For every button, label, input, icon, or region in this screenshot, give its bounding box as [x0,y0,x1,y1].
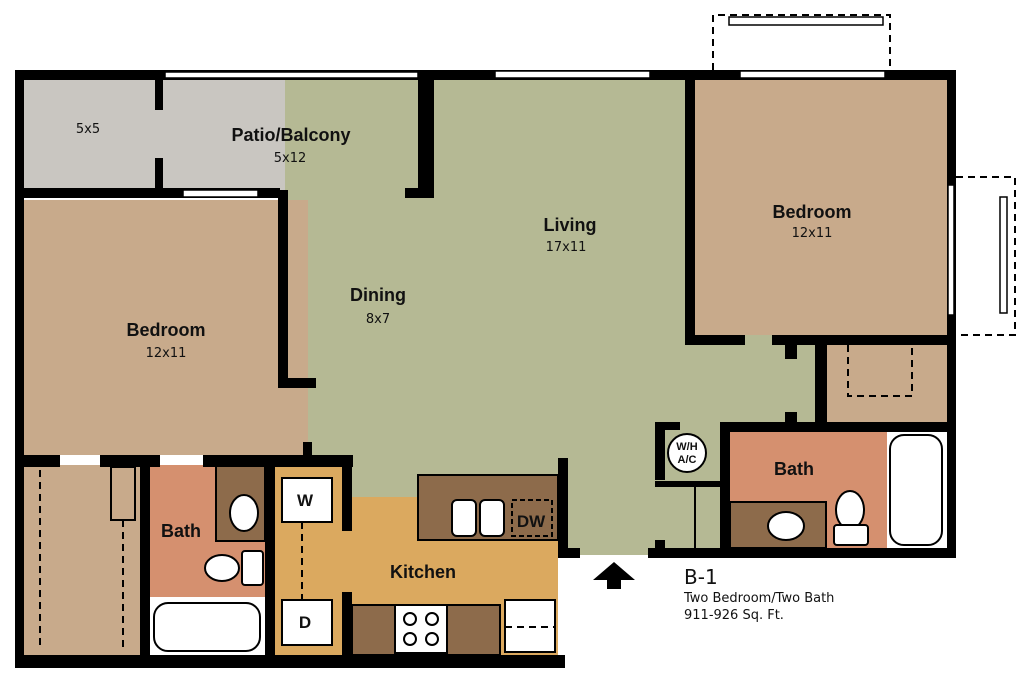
dishwasher [511,499,553,537]
dryer-label: D [299,613,311,632]
windows [164,14,1016,336]
patio-dim: 5x12 [274,151,307,166]
vanity-right [729,501,827,549]
ac-label: A/C [678,454,697,466]
closet-right-area [825,342,947,424]
bath-left-label: Bath [161,521,201,541]
burner-icon [425,632,439,646]
toilet-tank-left [241,550,264,586]
bedroom-right-area [695,80,947,335]
dining-label: Dining [350,285,406,305]
closet-door-swing [847,345,913,397]
patio-small-dim: 5x5 [76,122,100,137]
water-heater [667,433,707,473]
closet-left-area [23,465,141,655]
stove [394,604,448,654]
living-label: Living [544,215,597,235]
washer [281,477,333,523]
bedroom-right-dim: 12x11 [792,226,833,241]
sink-double-right [479,499,505,537]
water-heater-label: W/H [676,441,697,453]
patio-label: Patio/Balcony [231,125,350,145]
toilet-right [835,490,865,530]
dryer [281,599,333,646]
bath-right-label: Bath [774,459,814,479]
burner-icon [403,612,417,626]
toilet-left [204,554,240,582]
bedroom-right-label: Bedroom [772,202,851,222]
bedroom-left-dim: 12x11 [146,346,187,361]
sink-double-left [451,499,477,537]
unit-type: Two Bedroom/Two Bath [683,591,834,606]
toilet-tank-right [833,524,869,546]
fixtures [39,345,943,654]
bathtub-left [153,602,261,652]
entry-arrow-icon [593,562,635,589]
bathtub-right [889,434,943,546]
sink-right [767,511,805,541]
walls [15,70,956,668]
burner-icon [403,632,417,646]
bedroom-left-area [23,200,308,455]
living-dim: 17x11 [546,240,587,255]
bedroom-left-label: Bedroom [126,320,205,340]
dishwasher-label: DW [517,512,546,531]
washer-label: W [297,491,314,510]
kitchen-label: Kitchen [390,562,456,582]
unit-name: B-1 [684,565,718,589]
burner-icon [425,612,439,626]
sink-left [229,494,259,532]
unit-sqft: 911-926 Sq. Ft. [684,608,784,623]
dining-dim: 8x7 [366,312,390,327]
